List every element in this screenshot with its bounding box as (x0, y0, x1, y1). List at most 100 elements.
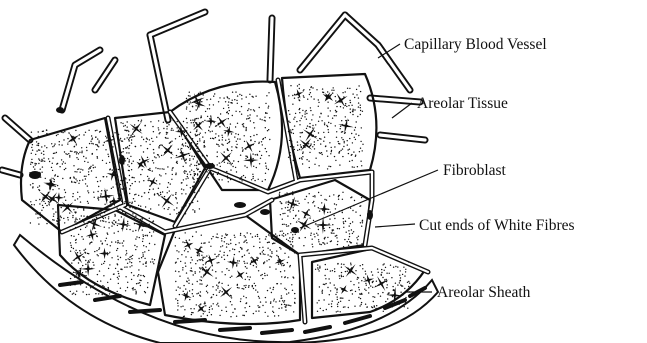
stipple-dot (325, 269, 326, 270)
stipple-dot (115, 177, 116, 178)
stipple-dot (299, 120, 300, 121)
stipple-dot (259, 151, 260, 152)
stipple-dot (197, 146, 198, 147)
stipple-dot (287, 247, 288, 248)
stipple-dot (285, 309, 286, 310)
stipple-dot (250, 109, 251, 110)
stipple-dot (239, 260, 240, 261)
stipple-dot (226, 246, 227, 247)
stipple-dot (74, 284, 75, 285)
stipple-dot (228, 142, 229, 143)
stipple-dot (237, 123, 238, 124)
stipple-dot (391, 277, 392, 278)
stipple-dot (175, 174, 176, 175)
stipple-dot (31, 153, 32, 154)
stipple-dot (348, 239, 349, 240)
stipple-dot (239, 138, 240, 139)
stipple-dot (334, 203, 335, 204)
stipple-dot (194, 210, 195, 211)
stipple-dot (69, 156, 70, 157)
stipple-dot (88, 171, 89, 172)
stipple-dot (345, 221, 346, 222)
stipple-dot (177, 127, 178, 128)
stipple-dot (100, 195, 101, 196)
stipple-dot (307, 99, 308, 100)
stipple-dot (109, 264, 110, 265)
stipple-dot (289, 305, 290, 306)
stipple-dot (321, 291, 322, 292)
stipple-dot (360, 294, 361, 295)
stipple-dot (302, 163, 303, 164)
stipple-dot (131, 265, 132, 266)
stipple-dot (194, 156, 195, 157)
stipple-dot (170, 183, 171, 184)
stipple-dot (232, 100, 233, 101)
stipple-dot (374, 305, 375, 306)
stipple-dot (98, 293, 99, 294)
stipple-dot (352, 111, 353, 112)
stipple-dot (328, 223, 329, 224)
stipple-dot (166, 132, 167, 133)
stipple-dot (275, 301, 276, 302)
stipple-dot (133, 198, 134, 199)
stipple-dot (192, 202, 193, 203)
stipple-dot (294, 298, 295, 299)
stipple-dot (264, 120, 265, 121)
stipple-dot (128, 258, 129, 259)
stipple-dot (304, 199, 305, 200)
stipple-dot (129, 159, 130, 160)
stipple-dot (246, 128, 247, 129)
stipple-dot (127, 221, 128, 222)
stipple-dot (75, 151, 76, 152)
stipple-dot (265, 297, 266, 298)
stipple-dot (160, 192, 161, 193)
stipple-dot (209, 307, 210, 308)
stipple-dot (131, 256, 132, 257)
stipple-dot (297, 150, 298, 151)
stipple-dot (283, 224, 284, 225)
stipple-dot (194, 192, 195, 193)
stipple-dot (322, 92, 323, 93)
stipple-dot (249, 94, 250, 95)
stipple-dot (192, 284, 193, 285)
stipple-dot (262, 274, 263, 275)
stipple-dot (131, 139, 132, 140)
stipple-dot (293, 311, 294, 312)
stipple-dot (199, 304, 200, 305)
stipple-dot (334, 268, 335, 269)
stipple-dot (346, 232, 347, 233)
stipple-dot (175, 138, 176, 139)
stipple-dot (249, 114, 250, 115)
stipple-dot (292, 239, 293, 240)
stipple-dot (217, 151, 218, 152)
stipple-dot (341, 267, 342, 268)
stipple-dot (327, 212, 328, 213)
stipple-dot (177, 121, 178, 122)
stipple-dot (63, 161, 64, 162)
stipple-dot (78, 153, 79, 154)
stipple-dot (129, 259, 130, 260)
stipple-dot (196, 155, 197, 156)
stipple-dot (328, 304, 329, 305)
stipple-dot (114, 232, 115, 233)
stipple-dot (330, 153, 331, 154)
stipple-dot (132, 255, 133, 256)
stipple-dot (259, 238, 260, 239)
stipple-dot (267, 248, 268, 249)
stipple-dot (41, 159, 42, 160)
stipple-dot (97, 191, 98, 192)
stipple-dot (75, 212, 76, 213)
stipple-dot (272, 243, 273, 244)
stipple-dot (143, 139, 144, 140)
stipple-dot (199, 134, 200, 135)
stipple-dot (347, 241, 348, 242)
stipple-dot (56, 135, 57, 136)
stipple-dot (173, 120, 174, 121)
stipple-dot (310, 145, 311, 146)
stipple-dot (82, 169, 83, 170)
stipple-dot (333, 233, 334, 234)
stipple-dot (142, 252, 143, 253)
stipple-dot (224, 259, 225, 260)
stipple-dot (147, 176, 148, 177)
stipple-dot (126, 266, 127, 267)
